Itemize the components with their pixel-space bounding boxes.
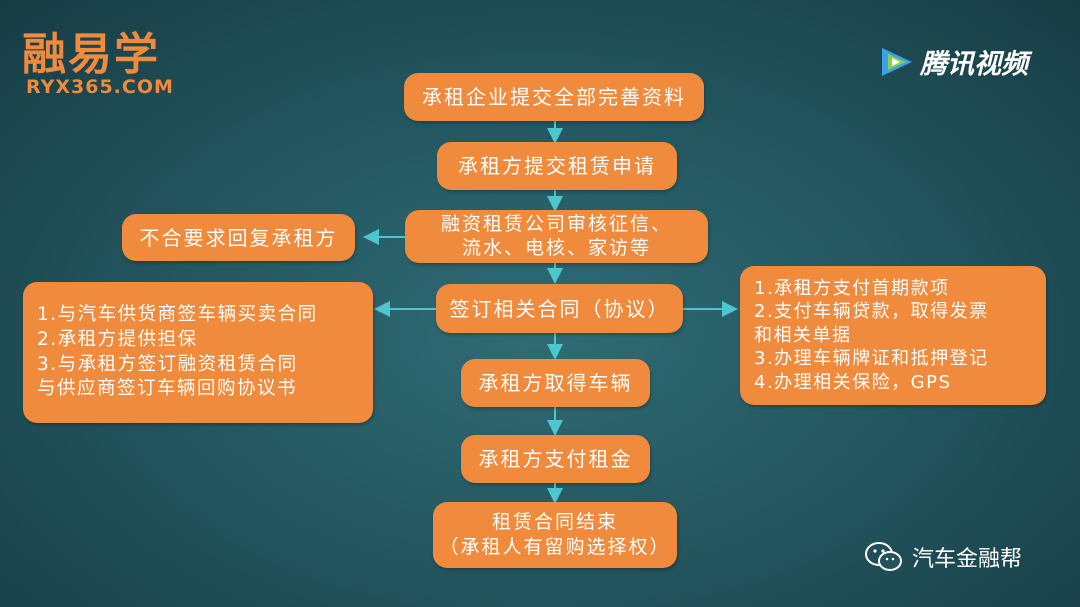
step-lease-end-line1: 租赁合同结束 (491, 511, 618, 534)
lessee-obligation-item: 3.办理车辆牌证和抵押登记 (754, 348, 989, 370)
step-sign-contract: 签订相关合同（协议） (436, 284, 683, 333)
lessee-obligation-item: 1.承租方支付首期款项 (754, 278, 950, 300)
step-lease-end: 租赁合同结束 （承租人有留购选择权） (433, 502, 677, 568)
step-pay-rent: 承租方支付租金 (461, 435, 650, 483)
lessor-obligation-item: 3.与承租方签订融资租赁合同 (37, 353, 298, 375)
step-lease-application: 承租方提交租赁申请 (437, 142, 677, 190)
ryx-logo-url: RYX365.COM (26, 76, 174, 98)
step-pay-rent-label: 承租方支付租金 (478, 447, 633, 471)
lessee-obligation-item: 2.支付车辆贷款，取得发票 (754, 301, 989, 323)
reject-reply-label: 不合要求回复承租方 (139, 225, 338, 250)
lessee-obligations-box: 1.承租方支付首期款项 2.支付车辆贷款，取得发票 和相关单据 3.办理车辆牌证… (740, 266, 1046, 405)
step-submit-materials: 承租企业提交全部完善资料 (404, 73, 704, 121)
step-credit-review-line2: 流水、电核、家访等 (461, 236, 651, 259)
wechat-account-watermark: 汽车金融帮 (864, 540, 1022, 574)
step-lease-application-label: 承租方提交租赁申请 (458, 154, 656, 178)
step-obtain-vehicle: 承租方取得车辆 (461, 359, 650, 407)
lessor-obligation-item: 2.承租方提供担保 (37, 328, 198, 350)
tencent-video-watermark: 腾讯视频 (878, 42, 1028, 81)
lessee-obligation-item: 和相关单据 (754, 324, 852, 346)
step-obtain-vehicle-label: 承租方取得车辆 (478, 371, 633, 395)
reject-reply-box: 不合要求回复承租方 (122, 214, 355, 261)
lessor-obligations-box: 1.与汽车供货商签车辆买卖合同 2.承租方提供担保 3.与承租方签订融资租赁合同… (23, 282, 373, 423)
lessor-obligation-item: 与供应商签订车辆回购协议书 (37, 378, 298, 400)
step-credit-review: 融资租赁公司审核征信、 流水、电核、家访等 (405, 210, 708, 263)
wechat-icon (865, 542, 902, 571)
wechat-account-name: 汽车金融帮 (912, 547, 1023, 572)
tencent-video-label: 腾讯视频 (920, 49, 1028, 80)
tencent-video-icon (882, 47, 912, 76)
lessee-obligation-item: 4.办理相关保险，GPS (754, 371, 952, 393)
step-submit-materials-label: 承租企业提交全部完善资料 (422, 85, 686, 109)
ryx-logo-text: 融易学 (22, 29, 160, 80)
step-lease-end-line2: （承租人有留购选择权） (439, 536, 671, 558)
step-credit-review-line1: 融资租赁公司审核征信、 (440, 212, 672, 235)
lessor-obligation-item: 1.与汽车供货商签车辆买卖合同 (37, 303, 318, 325)
step-sign-contract-label: 签订相关合同（协议） (449, 296, 670, 321)
